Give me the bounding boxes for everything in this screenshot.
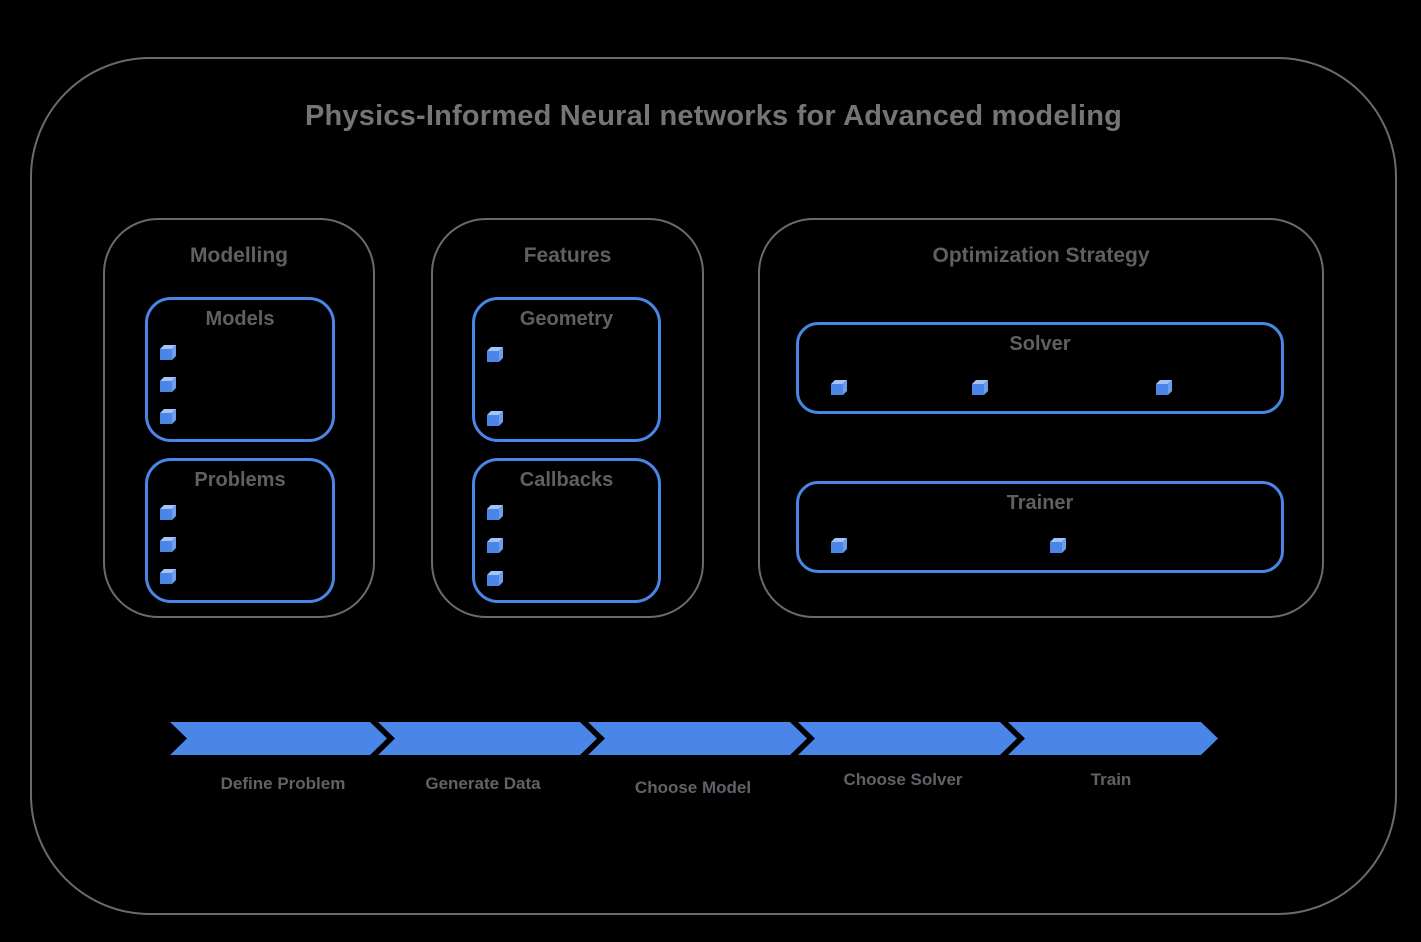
section-features: Features: [431, 218, 704, 618]
step-label-generate-data: Generate Data: [425, 774, 541, 793]
flow-arrow-segment-1: [170, 722, 387, 755]
section-features-label: Features: [523, 244, 612, 267]
cube-icon: [160, 541, 172, 552]
cube-icon: [487, 415, 499, 426]
box-models-label: Models: [205, 308, 275, 330]
box-models: Models: [145, 297, 335, 442]
box-solver: Solver: [796, 322, 1284, 414]
box-callbacks: Callbacks: [472, 458, 661, 603]
step-label-choose-model: Choose Model: [634, 778, 752, 797]
cube-icon: [160, 413, 172, 424]
flow-arrow-segment-5: [1008, 722, 1218, 755]
cube-icon: [160, 573, 172, 584]
cube-icon: [831, 384, 843, 395]
box-problems: Problems: [145, 458, 335, 603]
box-geometry: Geometry: [472, 297, 661, 442]
cube-icon: [487, 542, 499, 553]
cube-icon: [160, 381, 172, 392]
box-trainer: Trainer: [796, 481, 1284, 573]
section-modelling: Modelling: [103, 218, 375, 618]
cube-icon: [831, 542, 843, 553]
cube-icon: [487, 575, 499, 586]
section-modelling-label: Modelling: [190, 244, 288, 267]
step-label-define-problem: Define Problem: [220, 774, 346, 793]
diagram-title: Physics-Informed Neural networks for Adv…: [304, 100, 1123, 132]
step-label-train: Train: [1090, 770, 1132, 789]
step-label-choose-solver: Choose Solver: [843, 770, 963, 789]
cube-icon: [1156, 384, 1168, 395]
box-callbacks-label: Callbacks: [519, 469, 614, 491]
cube-icon: [160, 349, 172, 360]
section-optimization-strategy: Optimization Strategy: [758, 218, 1324, 618]
flow-arrow-segment-4: [798, 722, 1017, 755]
main-container: [30, 57, 1397, 915]
cube-icon: [487, 509, 499, 520]
section-optimization-label: Optimization Strategy: [932, 244, 1150, 267]
box-problems-label: Problems: [194, 469, 286, 491]
box-solver-label: Solver: [1009, 333, 1071, 355]
box-trainer-label: Trainer: [1006, 492, 1074, 514]
flow-arrow-segment-2: [378, 722, 597, 755]
cube-icon: [1050, 542, 1062, 553]
flow-arrow-segment-3: [588, 722, 807, 755]
cube-icon: [487, 351, 499, 362]
box-geometry-label: Geometry: [519, 308, 614, 330]
cube-icon: [160, 509, 172, 520]
cube-icon: [972, 384, 984, 395]
